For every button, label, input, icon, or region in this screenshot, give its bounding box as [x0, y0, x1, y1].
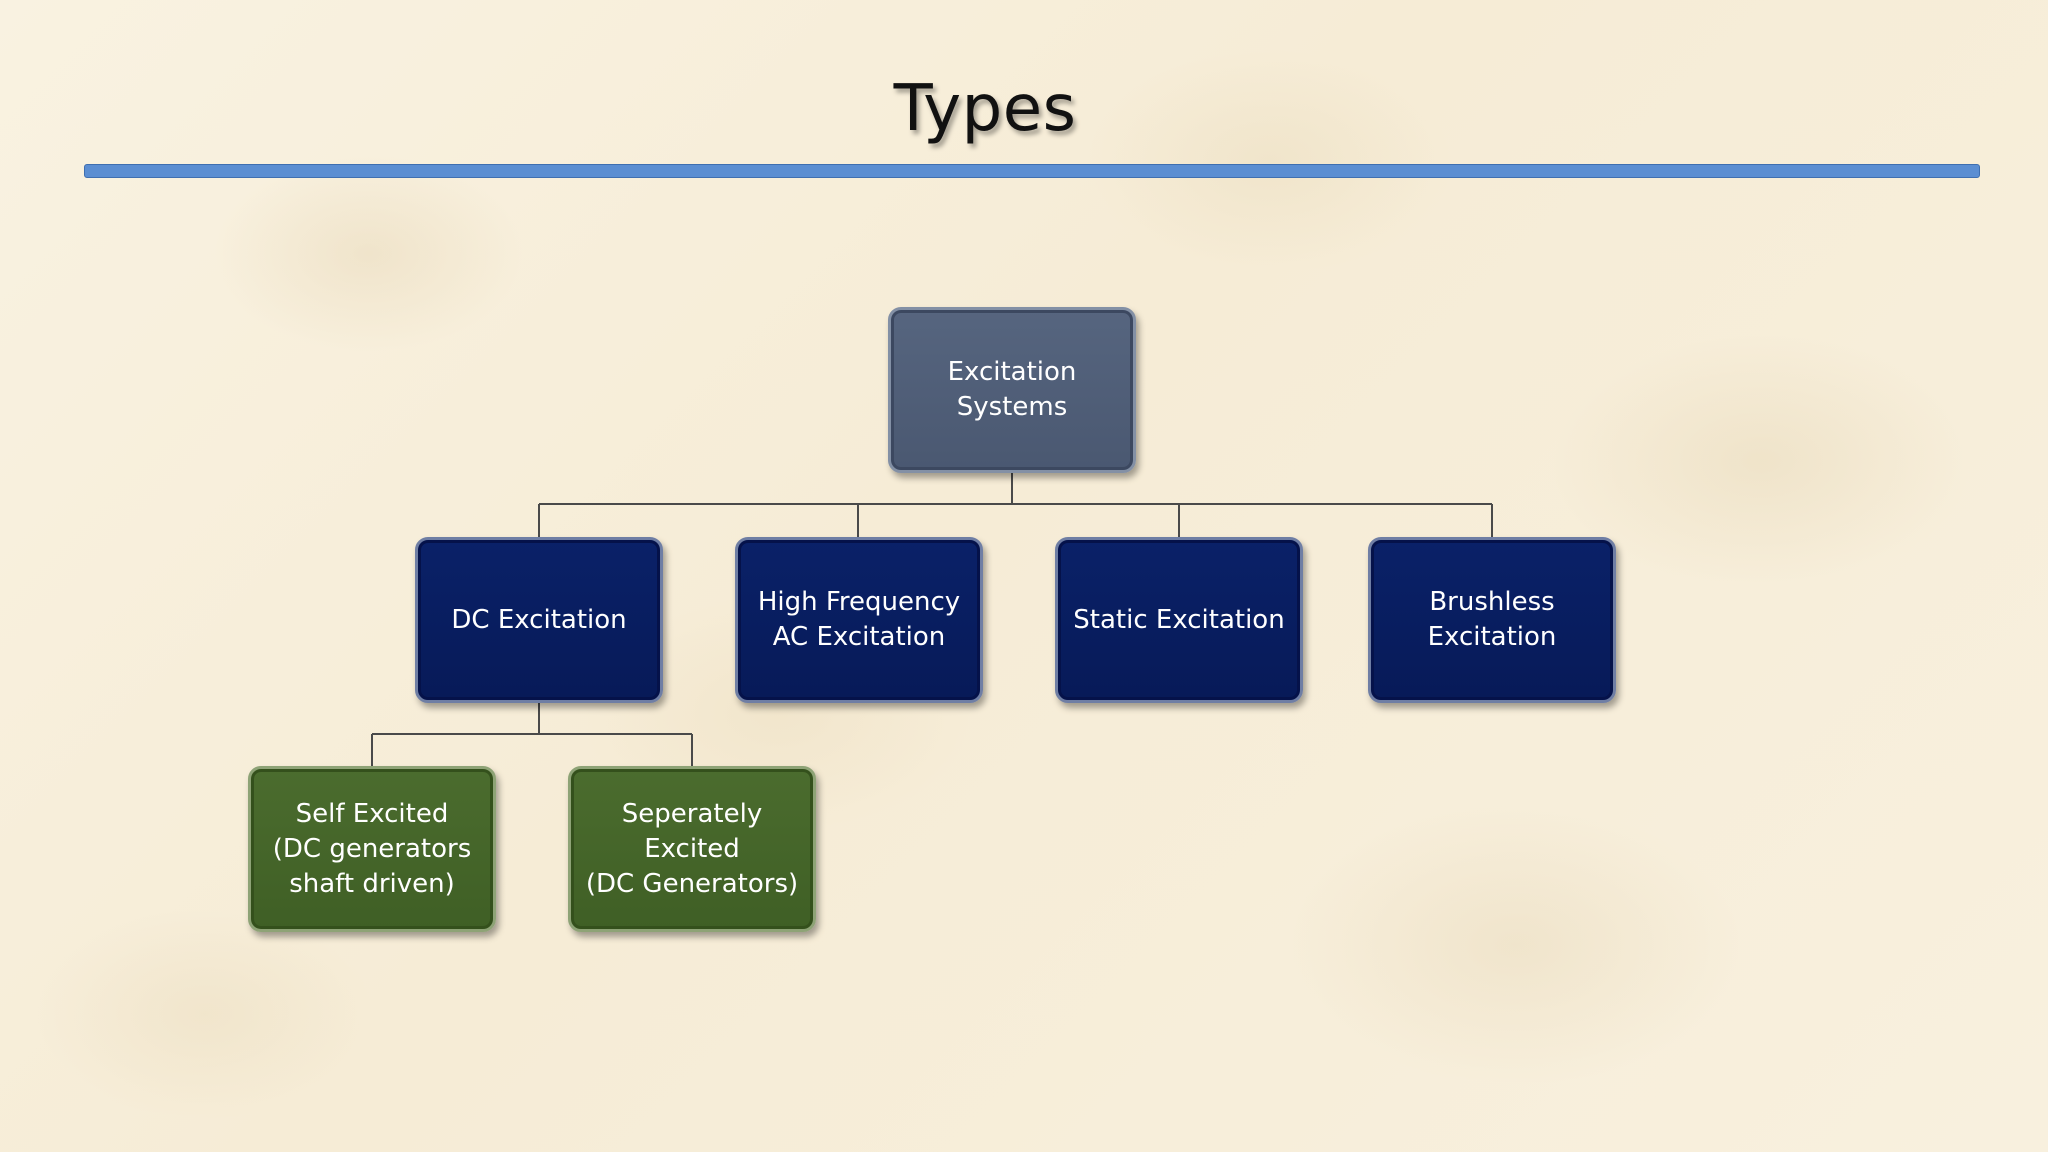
node-self-excited: Self Excited (DC generators shaft driven… — [248, 766, 496, 932]
node-high-frequency-ac-excitation: High Frequency AC Excitation — [735, 537, 983, 703]
node-excitation-systems: Excitation Systems — [888, 307, 1136, 473]
slide-title: Types — [893, 72, 1077, 146]
node-seperately-excited: Seperately Excited (DC Generators) — [568, 766, 816, 932]
node-dc-excitation: DC Excitation — [415, 537, 663, 703]
node-brushless-excitation: Brushless Excitation — [1368, 537, 1616, 703]
title-divider — [84, 164, 1980, 178]
node-static-excitation: Static Excitation — [1055, 537, 1303, 703]
